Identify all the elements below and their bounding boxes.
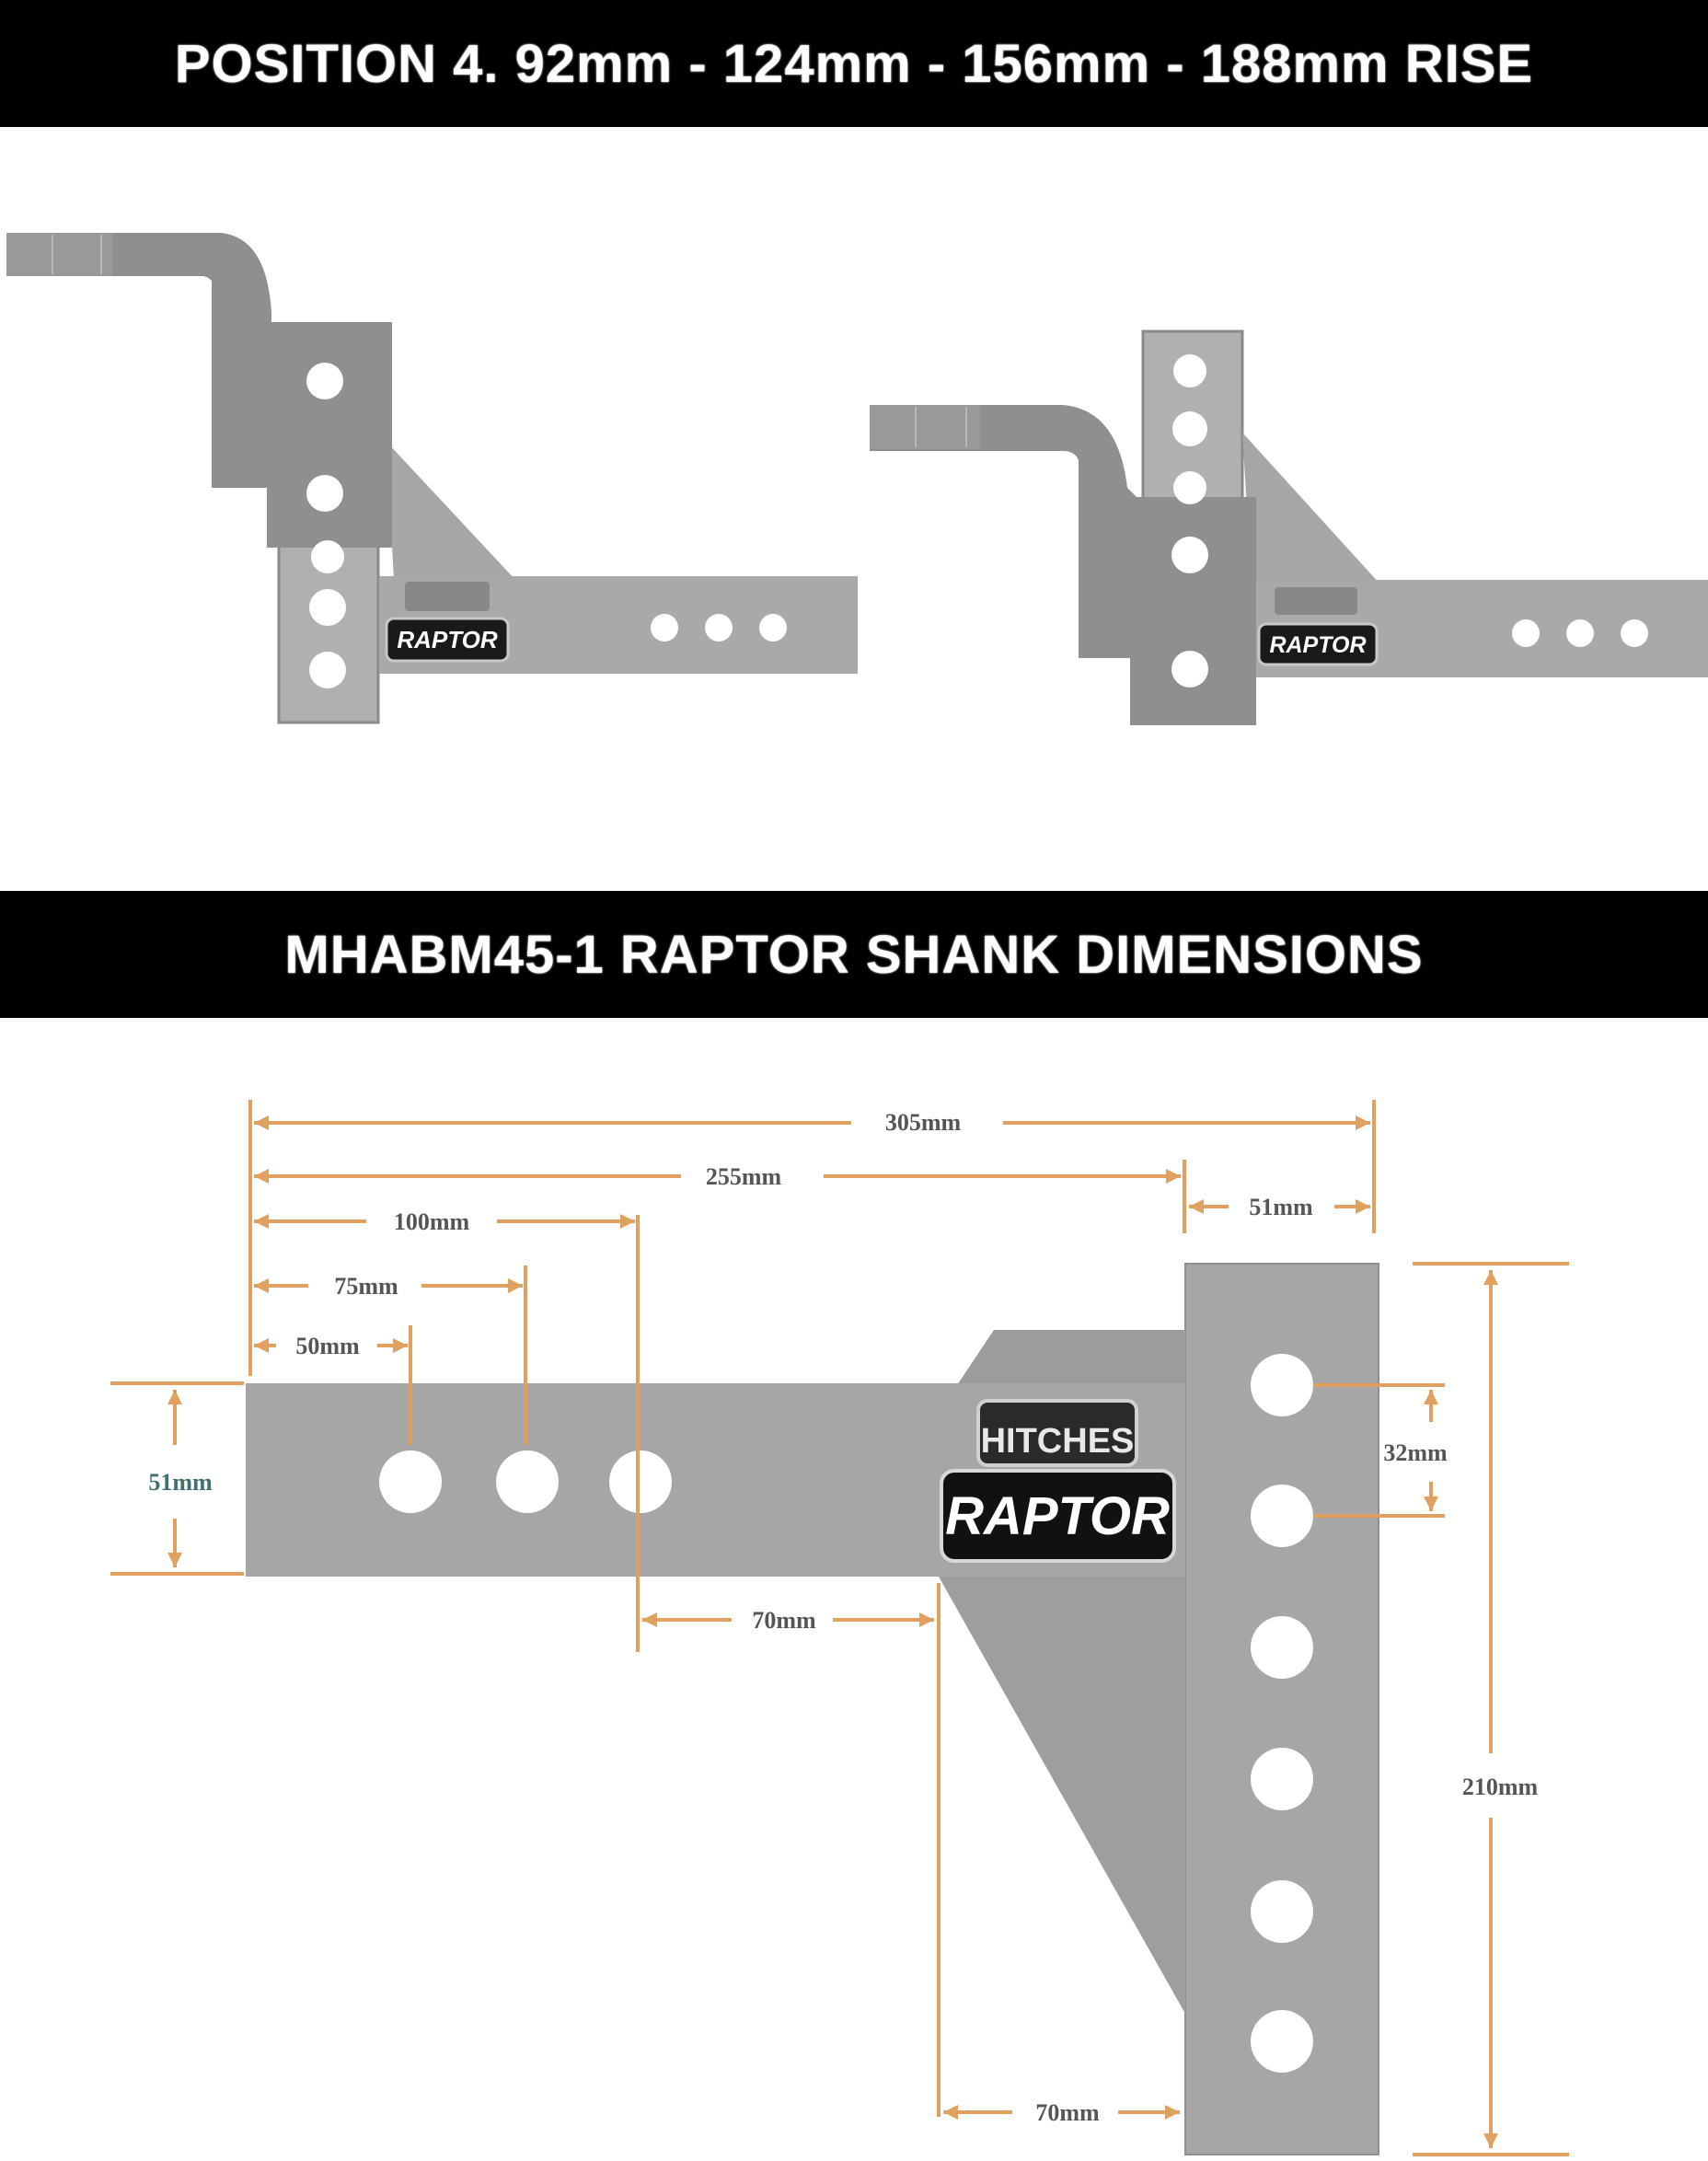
hitch-assembly-left: RAPTOR [6,233,858,724]
dim-shank-height: 51mm [148,1469,213,1496]
right-shank-hole [1512,619,1540,647]
dimension-arrows [167,1115,1498,2148]
upright-hole [1251,1616,1313,1679]
left-receiver-hole [309,589,346,626]
shank-hole-1 [379,1450,442,1513]
logo-small-word: RAPTOR [397,626,498,653]
shank-hole-2 [496,1450,559,1513]
logo-small-word: RAPTOR [1269,632,1366,658]
left-receiver-hole [311,540,344,573]
dim-gusset-horizontal: 70mm [752,1607,816,1634]
lower-gusset [939,1577,1185,2014]
shank-hole-3 [609,1450,672,1513]
dimensions-banner: MHABM45-1 RAPTOR SHANK DIMENSIONS [0,891,1708,1018]
left-receiver-hole [309,652,346,688]
logo-raptor-word: RAPTOR [945,1486,1170,1546]
left-arm-hole [306,363,343,399]
hitch-assembly-right: RAPTOR [870,329,1708,725]
right-ball-mount-arm [870,405,1256,725]
left-ball-mount-arm [6,233,392,548]
dim-hole-2: 75mm [334,1273,398,1300]
right-receiver-hole [1173,354,1206,387]
right-arm-hole [1171,537,1208,573]
right-receiver-hole [1173,471,1206,504]
upright-hole [1251,1748,1313,1810]
upright-hole [1251,1485,1313,1547]
left-shank-hole [759,614,787,641]
dim-hole-spacing: 32mm [1383,1439,1448,1466]
left-arm-tip [6,233,112,276]
right-arm-hole [1171,651,1208,688]
dim-overall-length: 305mm [885,1109,962,1136]
upright-hole [1251,1880,1313,1943]
right-shank-hole [1621,619,1648,647]
left-gusset [387,442,515,580]
upright-hole [1251,1354,1313,1416]
logo-hitches-word: HITCHES [981,1422,1135,1461]
position-banner: POSITION 4. 92mm - 124mm - 156mm - 188mm… [0,0,1708,127]
dim-upright-width: 51mm [1249,1194,1313,1220]
right-receiver-hole [1172,411,1207,446]
shank-dimension-drawing: HITCHES RAPTOR [110,1100,1569,2156]
raptor-hitches-logo: HITCHES RAPTOR [940,1399,1176,1563]
left-shank-hole [651,614,678,641]
dim-shank-length: 255mm [706,1163,782,1190]
upper-gusset [957,1330,1185,1385]
left-arm-hole [306,475,343,512]
upright-hole [1251,2010,1313,2073]
right-arm-tip [870,405,980,449]
dim-hole-3: 100mm [394,1208,470,1235]
left-shank-hole [705,614,733,641]
dim-gusset-vertical: 70mm [1035,2099,1100,2126]
right-shank-hole [1566,619,1594,647]
dim-hole-1: 50mm [295,1333,360,1359]
raptor-logo-small-left: RAPTOR [385,582,510,663]
dimensions-banner-text: MHABM45-1 RAPTOR SHANK DIMENSIONS [284,924,1424,985]
right-gusset [1242,433,1380,584]
dim-upright-height: 210mm [1462,1774,1539,1800]
raptor-logo-small-right: RAPTOR [1257,587,1379,666]
position-banner-text: POSITION 4. 92mm - 124mm - 156mm - 188mm… [174,33,1534,94]
